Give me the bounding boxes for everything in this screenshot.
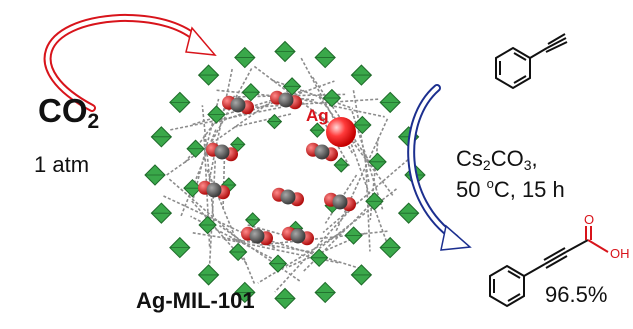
framework-strut <box>192 232 320 254</box>
framework-strut <box>222 152 226 209</box>
framework-strut <box>255 98 380 108</box>
framework-strut <box>184 95 236 163</box>
catalyst-name: Ag-MIL-101 <box>136 288 255 313</box>
framework-strut <box>286 232 366 269</box>
mof-cage-icon <box>144 40 426 310</box>
co2-label: CO2 <box>38 92 100 133</box>
framework-strut <box>364 154 371 252</box>
framework-strut <box>259 230 388 246</box>
silver-label: Ag <box>306 106 329 125</box>
framework-strut <box>203 68 253 155</box>
co2-molecule <box>272 187 304 207</box>
framework-strut <box>218 224 301 282</box>
co2-molecule <box>270 90 302 110</box>
co2-molecule <box>282 226 314 246</box>
framework-strut <box>234 112 293 128</box>
product-yield: 96.5% <box>545 282 608 307</box>
framework-strut <box>166 101 271 176</box>
co2-molecule <box>324 192 356 212</box>
framework-strut <box>352 90 370 184</box>
co2-molecule <box>241 226 273 246</box>
framework-strut <box>214 80 335 125</box>
co2-molecule <box>306 142 338 162</box>
framework-strut <box>190 215 286 266</box>
silver-nanoparticle <box>326 117 356 147</box>
framework-strut <box>180 127 218 217</box>
framework-strut <box>324 174 358 224</box>
framework-strut <box>190 199 248 264</box>
co2-molecules <box>198 90 356 246</box>
framework-strut <box>322 158 409 234</box>
co2-molecule <box>206 142 238 162</box>
co2-molecule <box>198 180 230 200</box>
co2-molecule <box>222 95 254 115</box>
framework-strut <box>251 234 361 270</box>
framework-strut <box>320 115 350 167</box>
condition-base: Cs2CO3, <box>456 146 538 173</box>
framework-strut <box>335 118 389 232</box>
framework-strut <box>318 188 397 249</box>
blue-arrow-head <box>440 224 472 251</box>
framework-strut <box>271 79 354 110</box>
framework-strut <box>284 95 385 118</box>
phenylacetylene-structure-icon <box>495 33 568 90</box>
framework-strut <box>257 230 345 284</box>
condition-temperature-time: 50 oC, 15 h <box>456 176 565 202</box>
pressure-label: 1 atm <box>34 152 90 177</box>
framework-strut <box>167 177 244 245</box>
framework-strut <box>201 105 216 227</box>
framework-strut <box>369 138 379 221</box>
phenylpropiolic-acid-structure-icon <box>489 226 609 308</box>
framework-strut <box>208 159 217 269</box>
red-arrow-head <box>185 26 217 56</box>
framework-strut <box>318 96 394 197</box>
carbonyl-oxygen-label: O <box>584 212 595 227</box>
hydroxyl-label: OH <box>610 246 630 261</box>
